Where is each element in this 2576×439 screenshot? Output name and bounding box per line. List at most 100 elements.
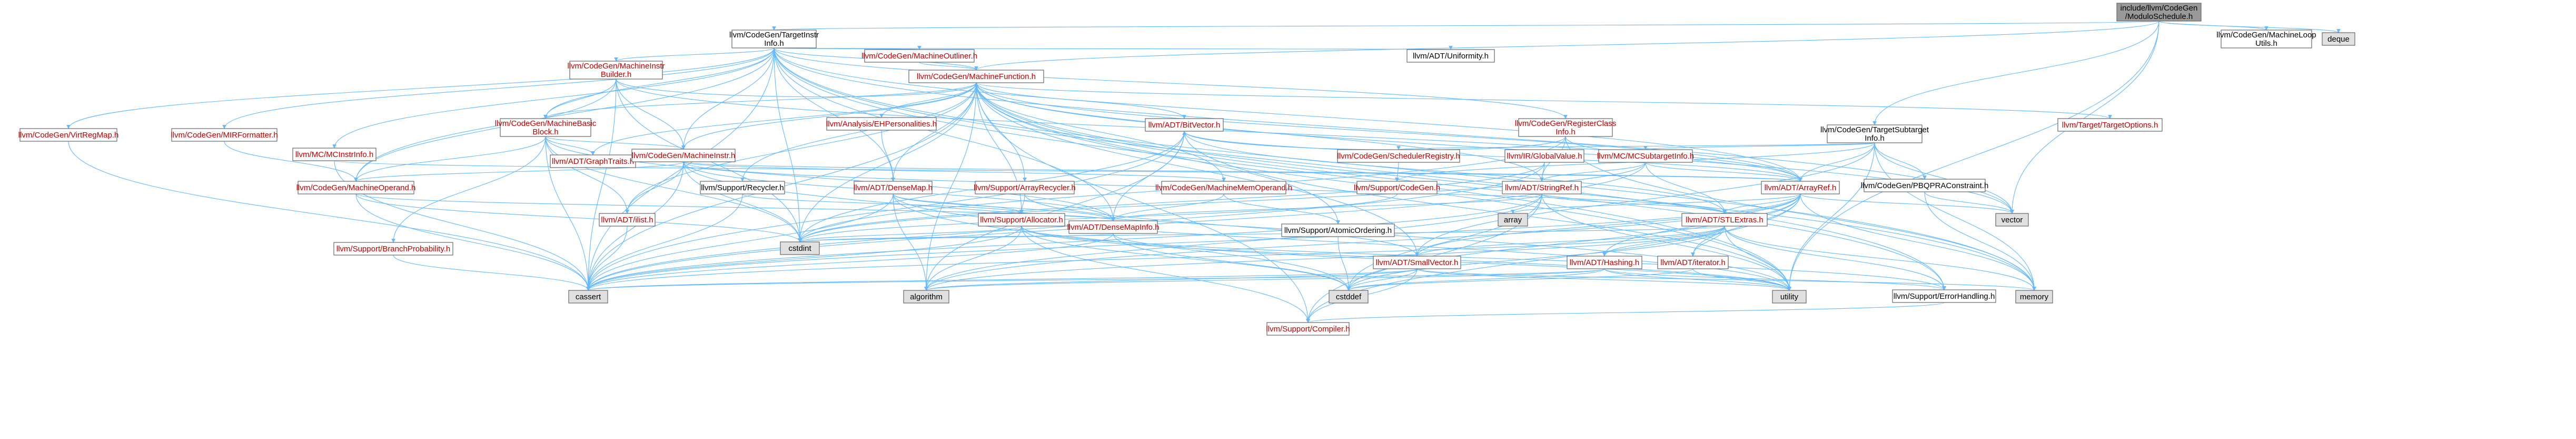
node-label: llvm/Support/Allocator.h <box>980 216 1063 225</box>
edge-strref-to-utility <box>1541 193 1791 291</box>
node-box <box>780 241 820 255</box>
edge-hashing-to-errh <box>1604 268 1946 290</box>
edge-mi-to-cstdint <box>683 161 802 242</box>
edge-alloc-to-cassert <box>586 226 1022 291</box>
node-ilist[interactable]: llvm/ADT/ilist.h <box>599 213 656 227</box>
node-gv[interactable]: llvm/IR/GlobalValue.h <box>1504 149 1584 163</box>
node-label: llvm/Support/BranchProbability.h <box>336 245 451 253</box>
node-mcsti[interactable]: llvm/MC/MCSubtargetInfo.h <box>1597 149 1694 163</box>
edge-mf-to-bv <box>976 82 1186 119</box>
node-mmo[interactable]: llvm/CodeGen/MachineMemOperand.h <box>1155 181 1292 194</box>
edge-strref-to-cstddef <box>1346 193 1542 291</box>
edge-arrayref-to-memory <box>1800 193 2036 291</box>
node-mi[interactable]: llvm/CodeGen/MachineInstr.h <box>631 149 736 162</box>
node-cgen[interactable]: llvm/Support/CodeGen.h <box>1354 181 1440 194</box>
node-arec[interactable]: llvm/Support/ArrayRecycler.h <box>974 181 1076 194</box>
node-errh[interactable]: llvm/Support/ErrorHandling.h <box>1892 289 1996 303</box>
edge-atomic-to-cstddef <box>1337 236 1351 291</box>
node-mo[interactable]: llvm/CodeGen/MachineOperand.h <box>296 181 416 194</box>
node-label: include/llvm/CodeGen <box>2121 4 2198 13</box>
node-label: llvm/IR/GlobalValue.h <box>1507 152 1582 161</box>
node-arrayref[interactable]: llvm/ADT/ArrayRef.h <box>1761 181 1840 194</box>
edge-mf-to-recycler <box>740 82 977 182</box>
node-iterator[interactable]: llvm/ADT/iterator.h <box>1657 256 1729 269</box>
node-root[interactable]: include/llvm/CodeGen/ModuloSchedule.h <box>2116 3 2202 22</box>
node-sched[interactable]: llvm/CodeGen/SchedulerRegistry.h <box>1337 149 1460 163</box>
node-dmi[interactable]: llvm/ADT/DenseMapInfo.h <box>1067 220 1160 234</box>
node-topt[interactable]: llvm/Target/TargetOptions.h <box>2057 118 2163 132</box>
node-stlext[interactable]: llvm/ADT/STLExtras.h <box>1681 213 1768 227</box>
node-ehp[interactable]: llvm/Analysis/EHPersonalities.h <box>826 117 937 131</box>
edge-tsi-to-pbqp <box>1874 142 1927 180</box>
node-hashing[interactable]: llvm/ADT/Hashing.h <box>1567 256 1642 269</box>
edge-arrayref-to-algorithm <box>924 193 1801 291</box>
edge-mcsti-to-cstdint <box>798 162 1646 242</box>
node-box <box>1681 213 1768 227</box>
node-box <box>1498 213 1528 227</box>
node-label: llvm/MC/MCInstrInfo.h <box>295 150 373 159</box>
node-bv[interactable]: llvm/ADT/BitVector.h <box>1145 118 1224 132</box>
node-strref[interactable]: llvm/ADT/StringRef.h <box>1502 181 1582 194</box>
node-mirf[interactable]: llvm/CodeGen/MIRFormatter.h <box>171 128 278 142</box>
edge-stlext-to-hashing <box>1602 226 1725 257</box>
edge-mf-to-cstdint <box>798 82 977 242</box>
edge-tii-to-mib <box>614 47 775 62</box>
node-label: llvm/ADT/iterator.h <box>1660 258 1725 267</box>
node-alloc[interactable]: llvm/Support/Allocator.h <box>978 213 1065 227</box>
node-label: llvm/Support/ArrayRecycler.h <box>974 183 1075 192</box>
edge-vrm-to-cassert <box>68 141 590 291</box>
node-box <box>864 49 975 63</box>
edge-mf-to-gt <box>591 82 977 155</box>
node-box <box>2221 30 2312 48</box>
edge-tsi-to-mcsti <box>1643 142 1875 150</box>
node-bprob[interactable]: llvm/Support/BranchProbability.h <box>333 242 453 256</box>
node-mf[interactable]: llvm/CodeGen/MachineFunction.h <box>908 70 1044 83</box>
node-label: algorithm <box>910 292 943 301</box>
edge-tsi-to-smallvec <box>1415 142 1875 257</box>
edge-tii-to-rci <box>774 47 1568 119</box>
edge-mf-to-arrayref <box>976 82 1802 182</box>
node-box <box>1772 290 1807 304</box>
node-label: llvm/CodeGen/MachineOperand.h <box>296 183 416 192</box>
node-uni[interactable]: llvm/ADT/Uniformity.h <box>1406 49 1495 63</box>
node-label: llvm/ADT/DenseMapInfo.h <box>1067 223 1159 232</box>
node-cstddef: cstddef <box>1329 290 1369 304</box>
edge-root-to-utility <box>1787 21 2159 291</box>
edge-hashing-to-cstddef <box>1346 268 1605 291</box>
edge-stlext-to-errh <box>1724 226 1946 290</box>
node-densemap[interactable]: llvm/ADT/DenseMap.h <box>854 181 933 194</box>
node-label: llvm/Target/TargetOptions.h <box>2062 121 2158 130</box>
edge-densemap-to-cassert <box>586 193 894 291</box>
node-box <box>1864 179 1986 192</box>
edge-densemap-to-utility <box>893 193 1791 291</box>
node-label: Utils.h <box>2255 39 2277 48</box>
node-mout[interactable]: llvm/CodeGen/MachineOutliner.h <box>861 49 977 63</box>
edge-dmi-to-cassert <box>586 233 1114 291</box>
node-smallvec[interactable]: llvm/ADT/SmallVector.h <box>1373 256 1461 269</box>
edge-tii-to-errh <box>774 47 1946 290</box>
edge-mcsti-to-strref <box>1540 162 1646 182</box>
edge-mcsti-to-stlext <box>1645 162 1727 214</box>
node-label: Block.h <box>532 128 558 136</box>
edge-arec-to-smallvec <box>1024 193 1419 257</box>
edge-tii-to-densemap <box>774 47 895 182</box>
node-label: llvm/CodeGen/TargetSubtarget <box>1820 125 1929 134</box>
node-atomic[interactable]: llvm/Support/AtomicOrdering.h <box>1281 223 1395 237</box>
node-pbqp[interactable]: llvm/CodeGen/PBQPRAConstraint.h <box>1861 179 1989 192</box>
edge-mf-to-topt <box>976 82 2112 119</box>
node-vrm[interactable]: llvm/CodeGen/VirtRegMap.h <box>18 128 119 142</box>
node-box <box>2015 290 2053 304</box>
node-recycler[interactable]: llvm/Support/Recycler.h <box>700 181 785 194</box>
edge-mcii-to-cassert <box>334 160 590 291</box>
node-mcii[interactable]: llvm/MC/MCInstrInfo.h <box>292 148 377 161</box>
node-gt[interactable]: llvm/ADT/GraphTraits.h <box>550 154 636 168</box>
node-compiler[interactable]: llvm/Support/Compiler.h <box>1266 322 1350 336</box>
node-algorithm: algorithm <box>903 290 949 304</box>
node-label: llvm/ADT/StringRef.h <box>1505 183 1579 192</box>
